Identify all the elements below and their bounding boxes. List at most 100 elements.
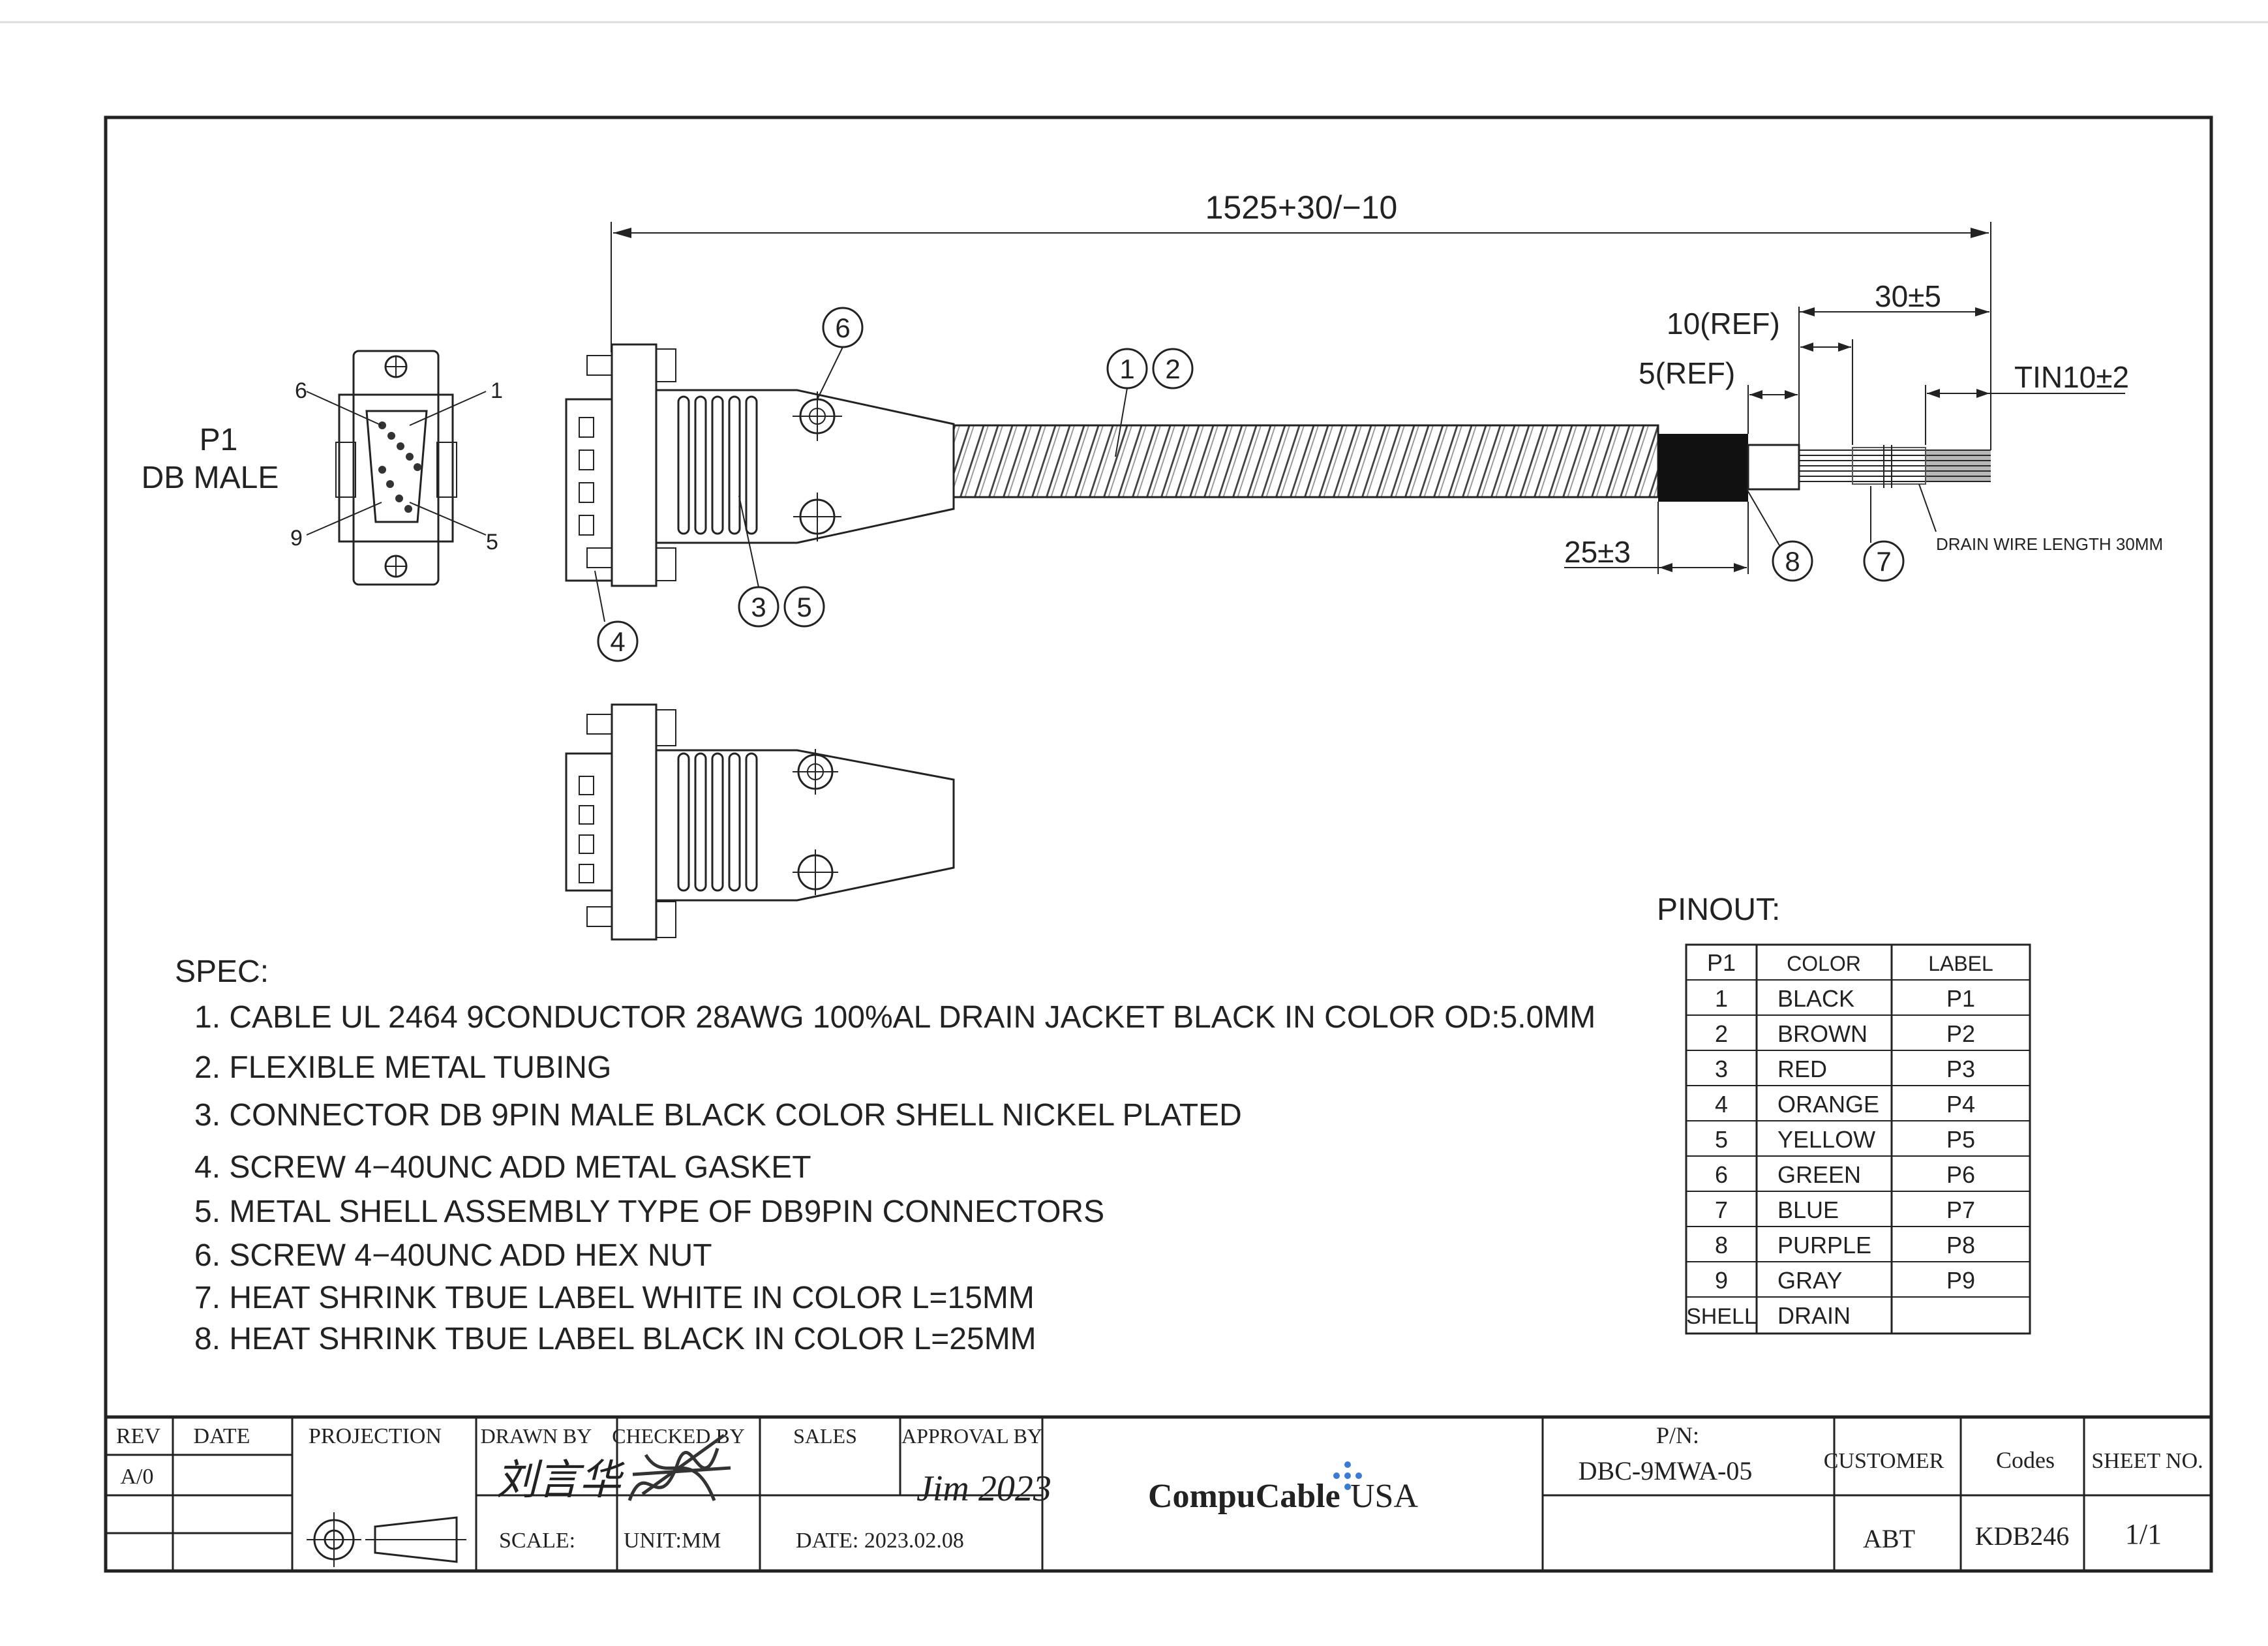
pin-9-label: 9 xyxy=(290,526,303,551)
spec-item-8: 8. HEAT SHRINK TBUE LABEL BLACK IN COLOR… xyxy=(194,1322,1036,1356)
d-sub-shell xyxy=(365,410,428,523)
pinout-header-p1: P1 xyxy=(1707,949,1736,976)
spec-title: SPEC: xyxy=(175,954,269,989)
svg-text:3: 3 xyxy=(1715,1056,1728,1082)
spec-item-4: 4. SCREW 4−40UNC ADD METAL GASKET xyxy=(194,1150,811,1185)
svg-text:P1: P1 xyxy=(1946,985,1975,1012)
svg-text:GREEN: GREEN xyxy=(1777,1161,1861,1188)
svg-text:5: 5 xyxy=(796,592,811,622)
svg-text:BLACK: BLACK xyxy=(1777,985,1854,1012)
svg-text:1: 1 xyxy=(1715,985,1728,1012)
svg-text:BROWN: BROWN xyxy=(1777,1020,1867,1047)
screw-4-top xyxy=(586,355,612,376)
pinout-row: SHELL DRAIN xyxy=(1686,1302,1851,1329)
spec-item-2: 2. FLEXIBLE METAL TUBING xyxy=(194,1050,611,1085)
spec-item-1: 1. CABLE UL 2464 9CONDUCTOR 28AWG 100%AL… xyxy=(194,1000,1595,1035)
drain-wire-note: DRAIN WIRE LENGTH 30MM xyxy=(1936,534,2163,554)
svg-text:DRAIN: DRAIN xyxy=(1777,1302,1851,1329)
flange xyxy=(611,343,658,587)
logo-text-compucable: CompuCable xyxy=(1148,1478,1340,1515)
rev-value: A/0 xyxy=(121,1465,154,1489)
sheet-value: 1/1 xyxy=(2125,1518,2162,1550)
svg-text:RED: RED xyxy=(1777,1056,1827,1082)
svg-text:P4: P4 xyxy=(1946,1091,1975,1118)
unit-label: UNIT:MM xyxy=(624,1529,721,1553)
sheet-label: SHEET NO. xyxy=(2091,1449,2203,1473)
date-label: DATE xyxy=(194,1424,250,1448)
dim-25: 25±3 xyxy=(1564,535,1631,569)
compucable-logo: CompuCable USA xyxy=(1148,1461,1418,1515)
balloons: 6 1 2 3 5 4 7 8 xyxy=(594,307,1905,662)
flexible-metal-tubing xyxy=(952,424,1659,498)
svg-text:P5: P5 xyxy=(1946,1126,1975,1153)
rev-label: REV xyxy=(116,1424,160,1448)
codes-value: KDB246 xyxy=(1975,1521,2069,1551)
svg-text:6: 6 xyxy=(1715,1161,1728,1188)
approval-label: APPROVAL BY xyxy=(901,1424,1042,1448)
main-drawing: 6 1 9 5 P1 DB MALE 1525+30/−10 xyxy=(142,189,2164,1356)
cable-jacket-end xyxy=(1747,444,1800,491)
balloon-8 xyxy=(1772,540,1813,582)
pinout-title: PINOUT: xyxy=(1657,892,1780,927)
balloon-2 xyxy=(1152,348,1194,389)
svg-text:9: 9 xyxy=(1715,1267,1728,1294)
pinout-row: 3 RED P3 xyxy=(1715,1056,1975,1082)
svg-text:4: 4 xyxy=(610,626,625,657)
pinout-table: PINOUT: P1 COLOR LABEL 1 BLACK xyxy=(1657,892,2031,1335)
face-flange xyxy=(352,350,440,586)
p1-type-label: DB MALE xyxy=(142,461,279,495)
svg-text:2: 2 xyxy=(1165,354,1180,384)
pinout-row: 1 BLACK P1 xyxy=(1715,985,1975,1012)
spec-notes: SPEC: 1. CABLE UL 2464 9CONDUCTOR 28AWG … xyxy=(175,954,1595,1356)
svg-text:ORANGE: ORANGE xyxy=(1777,1091,1879,1118)
svg-text:4: 4 xyxy=(1715,1091,1728,1118)
black-heat-shrink-label xyxy=(1658,434,1748,502)
pin-5-label: 5 xyxy=(486,530,498,555)
p1-label: P1 xyxy=(200,423,238,457)
tinned-wire-ends xyxy=(1926,450,1991,481)
balloon-7 xyxy=(1863,540,1905,582)
svg-text:2: 2 xyxy=(1715,1020,1728,1047)
svg-text:P7: P7 xyxy=(1946,1196,1975,1223)
scale-label: SCALE: xyxy=(499,1529,575,1553)
svg-text:7: 7 xyxy=(1876,546,1891,577)
svg-text:YELLOW: YELLOW xyxy=(1777,1126,1875,1153)
logo-text-usa: USA xyxy=(1350,1478,1418,1515)
balloon-5 xyxy=(783,586,825,628)
pn-label: P/N: xyxy=(1656,1422,1699,1448)
spec-item-6: 6. SCREW 4−40UNC ADD HEX NUT xyxy=(194,1238,712,1273)
spec-item-3: 3. CONNECTOR DB 9PIN MALE BLACK COLOR SH… xyxy=(194,1098,1242,1133)
svg-text:SHELL: SHELL xyxy=(1686,1304,1757,1329)
svg-text:5: 5 xyxy=(1715,1126,1728,1153)
projection-label: PROJECTION xyxy=(309,1424,442,1448)
metal-shell-housing xyxy=(655,389,955,544)
svg-text:3: 3 xyxy=(751,592,766,622)
pn-value: DBC-9MWA-05 xyxy=(1579,1456,1753,1486)
dim-10ref: 10(REF) xyxy=(1667,307,1780,341)
customer-value: ABT xyxy=(1863,1524,1915,1553)
pinout-row: 6 GREEN P6 xyxy=(1715,1161,1975,1188)
svg-text:P3: P3 xyxy=(1946,1056,1975,1082)
svg-text:1: 1 xyxy=(1119,354,1134,384)
pinout-row: 7 BLUE P7 xyxy=(1715,1196,1975,1223)
svg-text:6: 6 xyxy=(835,312,850,343)
d-sub-plug xyxy=(565,398,613,582)
third-angle-projection-symbol xyxy=(307,1512,466,1567)
svg-text:GRAY: GRAY xyxy=(1777,1267,1842,1294)
sales-label: SALES xyxy=(793,1424,857,1448)
balloon-4 xyxy=(597,620,639,662)
white-heat-shrink-label xyxy=(1852,447,1926,485)
codes-label: Codes xyxy=(1996,1447,2055,1473)
svg-text:BLUE: BLUE xyxy=(1777,1196,1839,1223)
svg-text:P2: P2 xyxy=(1946,1020,1975,1047)
drawing-border xyxy=(104,115,2213,1573)
svg-text:7: 7 xyxy=(1715,1196,1728,1223)
svg-text:8: 8 xyxy=(1715,1232,1728,1258)
connector-top-view xyxy=(565,703,955,941)
face-outline xyxy=(338,393,454,543)
approval-signature: Jim 2023 xyxy=(916,1469,1051,1509)
pinout-row: 4 ORANGE P4 xyxy=(1715,1091,1975,1118)
svg-text:8: 8 xyxy=(1785,546,1800,577)
drawn-by-label: DRAWN BY xyxy=(481,1424,592,1448)
